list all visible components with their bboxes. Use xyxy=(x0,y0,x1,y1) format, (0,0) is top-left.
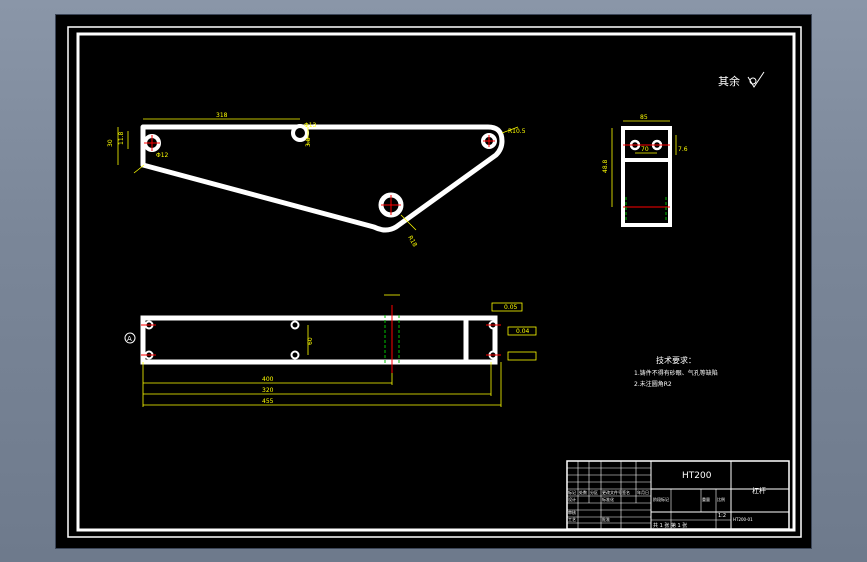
dim-right-r: R10.5 xyxy=(508,128,526,135)
datum-marker-icon xyxy=(124,332,136,344)
datum-letter: A xyxy=(127,335,132,343)
material-label: HT200 xyxy=(682,471,712,481)
tb-mark: 标记 xyxy=(568,489,576,495)
drawing-canvas: 其余 318 30 11.8 Φ12 Φ xyxy=(67,26,802,538)
side-outline xyxy=(621,126,672,227)
tol-2: 0.04 xyxy=(516,328,530,335)
tb-standard: 标准化 xyxy=(602,496,614,502)
dim-plan-l2: 320 xyxy=(262,387,274,394)
lever-outline xyxy=(140,124,505,233)
side-view: 85 48.8 7.6 70 xyxy=(602,114,688,227)
cad-viewport[interactable]: 其余 318 30 11.8 Φ12 Φ xyxy=(55,14,812,549)
tech-req-title: 技术要求： xyxy=(656,355,696,365)
tech-req-2: 2.未注圆角R2 xyxy=(634,380,672,388)
dim-plan-l3: 455 xyxy=(262,398,274,405)
part-name: 杠杆 xyxy=(752,486,766,495)
tb-zone: 分区 xyxy=(590,489,598,495)
drawing-code: HT200-01 xyxy=(733,517,753,522)
roughness-note: 其余 xyxy=(718,71,765,88)
dim-top-len: 318 xyxy=(216,112,228,119)
tb-change: 更改文件号 xyxy=(602,489,622,495)
tb-approve: 批准 xyxy=(602,516,610,522)
tb-process: 工艺 xyxy=(568,517,576,522)
dim-side-d: 70 xyxy=(641,146,649,153)
tech-req-1: 1.铸件不得有砂眼、气孔等缺陷 xyxy=(634,369,718,377)
front-view: 318 30 11.8 Φ12 Φ13 3.8 R10.5 R18 xyxy=(107,112,526,248)
dim-left-h2: 11.8 xyxy=(118,131,125,145)
outer-border xyxy=(67,26,802,538)
sheet-info: 共 1 张 第 1 张 xyxy=(653,522,687,529)
tol-1: 0.05 xyxy=(504,304,518,311)
roughness-label: 其余 xyxy=(718,74,740,88)
dim-side-w: 85 xyxy=(640,114,648,121)
dim-mid-phi: Φ13 xyxy=(304,122,317,129)
plan-outline xyxy=(140,315,498,365)
tb-date: 年月日 xyxy=(637,489,649,495)
dim-side-r1: 7.6 xyxy=(678,146,688,153)
tech-requirements: 技术要求： 1.铸件不得有砂眼、气孔等缺陷 2.未注圆角R2 xyxy=(634,355,718,388)
dim-plan-h: 60 xyxy=(307,337,314,345)
dim-mid-h: 3.8 xyxy=(305,137,312,147)
tb-weight: 重量 xyxy=(702,496,710,502)
tb-count: 处数 xyxy=(579,489,587,495)
scale-value: 1:2 xyxy=(718,513,726,519)
mid-hole xyxy=(291,124,309,142)
tb-stage: 阶段标记 xyxy=(653,496,669,502)
dim-plan-l1: 400 xyxy=(262,376,274,383)
dim-bottom-r: R18 xyxy=(406,235,418,249)
dim-side-h: 48.8 xyxy=(602,159,609,173)
dim-left-phi: Φ12 xyxy=(156,152,169,159)
tb-ratio: 比例 xyxy=(717,496,725,502)
plan-view: A 400 320 455 60 0.05 0.04 xyxy=(124,294,537,407)
dim-left-h1: 30 xyxy=(107,139,114,147)
tb-check: 审核 xyxy=(568,509,576,515)
inner-border xyxy=(76,32,796,532)
title-block: 标记 处数 分区 更改文件号 签名 年月日 设计 标准化 审核 工艺 批准 阶段… xyxy=(566,460,790,530)
tb-sign: 签名 xyxy=(622,489,630,495)
tb-design: 设计 xyxy=(568,496,576,502)
